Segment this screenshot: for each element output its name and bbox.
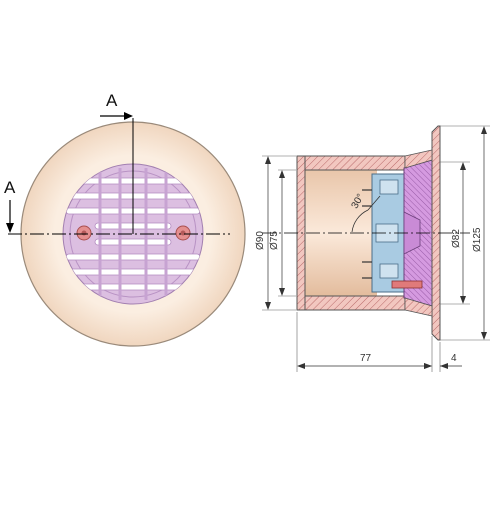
section-marker-top: A xyxy=(106,91,118,110)
dim-label-75: Ø75 xyxy=(269,231,280,250)
screw-right xyxy=(175,225,191,241)
dim-label-90: Ø90 xyxy=(255,231,266,250)
dim-label-82: Ø82 xyxy=(451,229,462,248)
dim-label-77: 77 xyxy=(360,353,372,364)
dim-label-4: 4 xyxy=(451,353,457,364)
section-arrow-left xyxy=(6,223,14,233)
screw-left xyxy=(76,225,92,241)
body-wall-top xyxy=(296,155,406,171)
body-wall-bottom xyxy=(296,295,406,311)
dim-label-125: Ø125 xyxy=(472,227,483,252)
front-view: A A xyxy=(4,91,246,347)
section-arrow-top xyxy=(124,112,133,120)
section-marker-left: A xyxy=(4,178,16,197)
angle-arc xyxy=(351,209,369,233)
section-view: 30° Ø90 Ø75 Ø82 Ø125 xyxy=(255,125,490,372)
red-screw-section xyxy=(391,280,423,289)
